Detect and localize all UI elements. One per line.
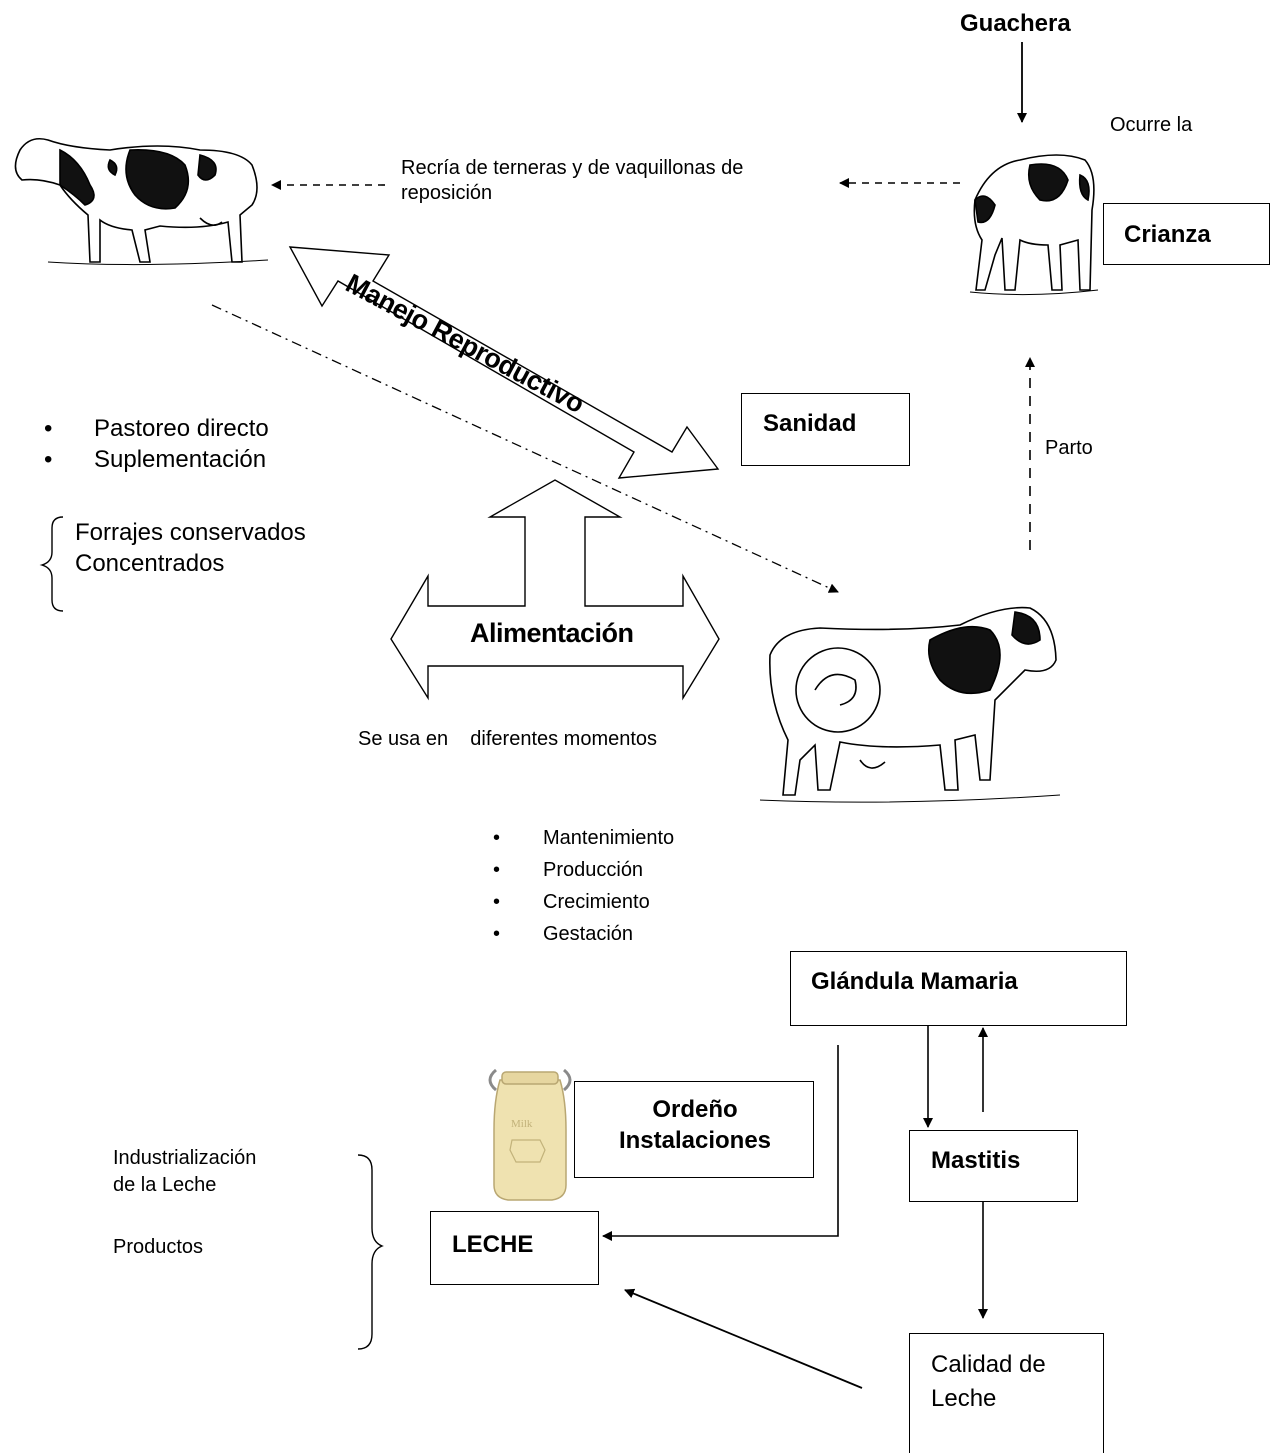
pastoreo-item: Pastoreo directo [38,413,269,444]
calf-icon [969,154,1099,296]
alimentacion-arrow [390,479,720,701]
mastitis-label: Mastitis [931,1147,1021,1174]
milk-can-icon [488,1068,572,1201]
mastitis-box: Mastitis [909,1130,1078,1202]
ordeno-label: Ordeño Instalaciones [575,1094,815,1156]
pastoreo-list: Pastoreo directo Suplementación [38,413,269,476]
calidad-box: Calidad de Leche [909,1333,1104,1453]
recria-label: Recría de terneras y de vaquillonas de r… [401,156,743,206]
calidad-to-leche-arrow [624,1288,863,1389]
glandula-label: Glándula Mamaria [811,968,1018,995]
momento-item: Producción [487,854,674,886]
industrializacion-brace [357,1154,384,1350]
recria-line1: Recría de terneras y de vaquillonas de [401,157,744,179]
ordeno-line2: Instalaciones [618,1127,772,1155]
manejo-double-arrow [288,246,720,479]
momento-item: Gestación [487,918,674,950]
cow-icon-adult [14,137,269,266]
milk-can-text: Milk [511,1118,533,1130]
cow-to-cow-arrow [211,304,839,593]
calidad-line2: Leche [931,1384,997,1412]
momento-item: Crecimiento [487,886,674,918]
industrializacion-line2: de la Leche [113,1174,217,1196]
ordeno-box: Ordeño Instalaciones [574,1081,814,1178]
productos-label: Productos [113,1236,204,1258]
leche-label: LECHE [452,1231,534,1258]
crianza-label: Crianza [1124,221,1211,248]
glandula-box: Glándula Mamaria [790,951,1127,1026]
forrajes-item: Forrajes conservados [75,519,306,546]
forrajes-list: Forrajes conservados Concentrados [75,517,306,579]
industrializacion-label: Industrialización de la Leche [113,1145,256,1199]
cow-icon-pregnant [759,606,1061,803]
forrajes-brace [39,516,64,612]
sanidad-label: Sanidad [763,410,857,437]
pastoreo-item: Suplementación [38,444,269,475]
calidad-line1: Calidad de [931,1351,1046,1378]
forrajes-item: Concentrados [75,550,225,578]
occurs-label: Ocurre la [1110,114,1193,136]
se-usa-label: Se usa en diferentes momentos [358,728,658,750]
crianza-box: Crianza [1103,203,1270,265]
glandula-to-leche-line [602,1045,839,1241]
calidad-label: Calidad de Leche [931,1348,1046,1415]
momentos-list: Mantenimiento Producción Crecimiento Ges… [487,822,674,950]
alimentacion-label: Alimentación [470,618,634,648]
sanidad-box: Sanidad [741,393,910,466]
leche-box: LECHE [430,1211,599,1285]
ordeno-line1: Ordeño [652,1096,738,1123]
guachera-label: Guachera [960,10,1071,37]
parto-label: Parto [1045,437,1093,459]
momento-item: Mantenimiento [487,822,674,854]
industrializacion-line1: Industrialización [113,1147,257,1169]
recria-line2: reposición [401,182,493,204]
